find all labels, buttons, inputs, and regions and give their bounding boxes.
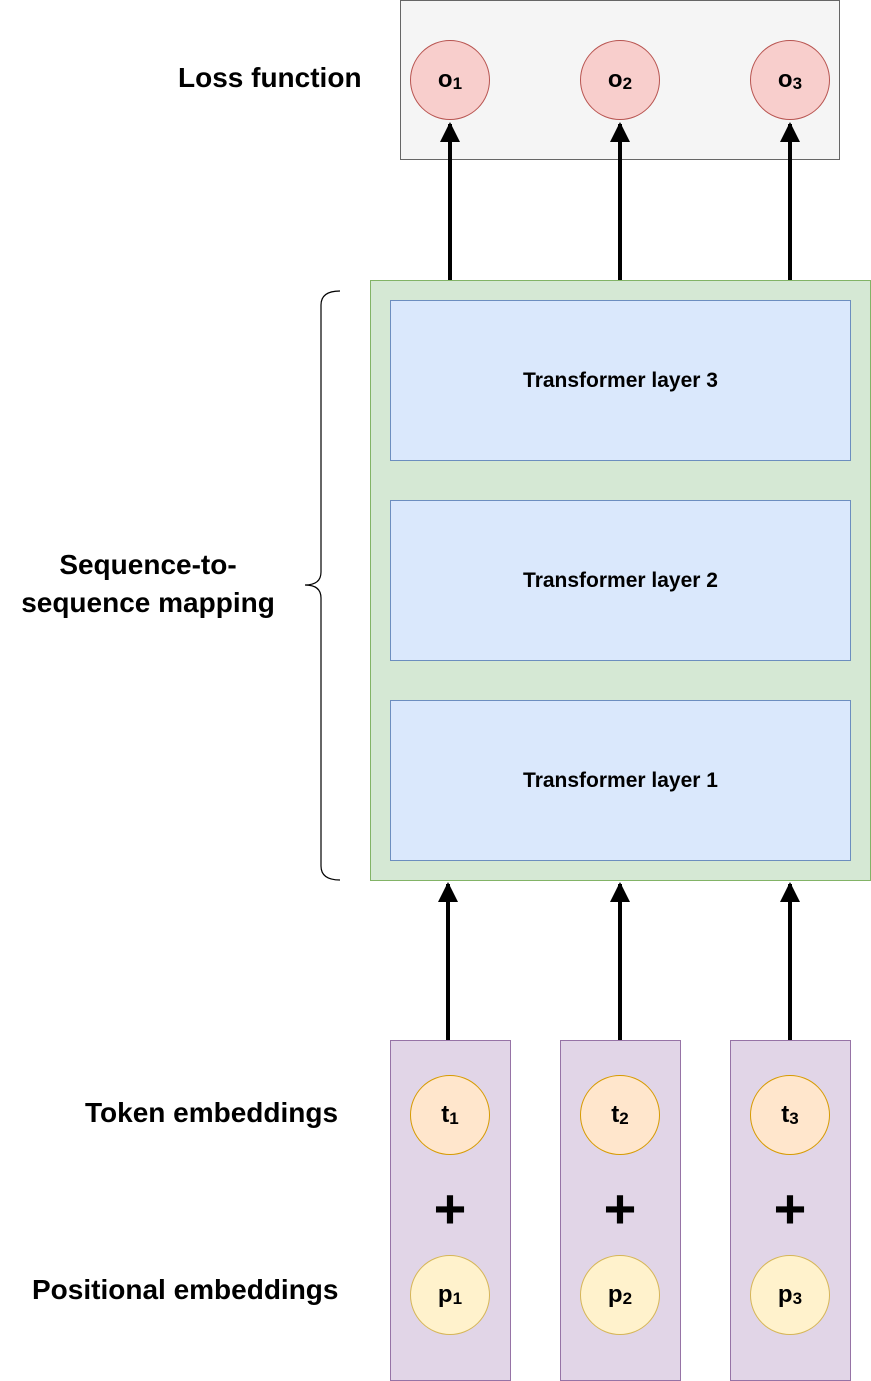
sequence-mapping-label: Sequence-to- sequence mapping [0, 546, 296, 622]
transformer-layer-2: Transformer layer 2 [390, 500, 851, 661]
plus-sign-1: + [433, 1177, 467, 1240]
token-embeddings-label: Token embeddings [85, 1097, 339, 1128]
positional-node-2-letter: p [607, 1281, 623, 1308]
plus-sign-2: + [603, 1177, 637, 1240]
token-node-3-letter: t [781, 1101, 790, 1128]
curly-brace [304, 290, 341, 881]
transformer-layer-1: Transformer layer 1 [390, 700, 851, 861]
output-node-2-index: 2 [622, 74, 633, 93]
loss-function-label: Loss function [178, 62, 362, 93]
token-node-1-index: 1 [449, 1109, 459, 1128]
token-node-1-letter: t [441, 1101, 450, 1128]
output-node-1-letter: o [437, 66, 453, 93]
positional-node-1-index: 1 [452, 1289, 463, 1308]
sequence-mapping-label-line2: sequence mapping [21, 587, 275, 618]
positional-node-3-index: 3 [792, 1289, 803, 1308]
output-node-1-index: 1 [452, 74, 463, 93]
token-node-3-index: 3 [789, 1109, 799, 1128]
transformer-layer-3: Transformer layer 3 [390, 300, 851, 461]
plus-sign-3: + [773, 1177, 807, 1240]
positional-node-1-letter: p [437, 1281, 453, 1308]
output-node-2-letter: o [607, 66, 623, 93]
sequence-mapping-label-line1: Sequence-to- [59, 549, 237, 580]
token-node-2-letter: t [611, 1101, 620, 1128]
output-node-3-letter: o [777, 66, 793, 93]
positional-embeddings-label: Positional embeddings [32, 1274, 339, 1305]
positional-node-2-index: 2 [622, 1289, 633, 1308]
positional-node-3-letter: p [777, 1281, 793, 1308]
output-node-3-index: 3 [792, 74, 803, 93]
token-node-2-index: 2 [619, 1109, 629, 1128]
